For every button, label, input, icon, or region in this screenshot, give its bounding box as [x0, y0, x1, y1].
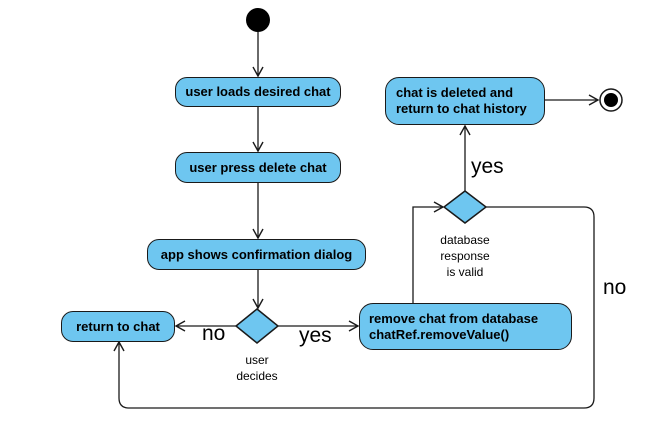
node-label: user press delete chat: [189, 159, 327, 175]
node-label: app shows confirmation dialog: [160, 246, 353, 262]
user-decision-diamond: [234, 308, 280, 344]
node-chat-deleted: chat is deleted and return to chat histo…: [385, 77, 545, 125]
node-remove-chat: remove chat from database chatRef.remove…: [359, 303, 572, 350]
node-label-line2: return to chat history: [396, 101, 527, 116]
caption-line2: response: [440, 249, 490, 263]
node-label: return to chat: [76, 318, 160, 334]
node-user-loads-chat: user loads desired chat: [175, 77, 341, 107]
database-decision-diamond: [442, 190, 488, 224]
node-label-line1: remove chat from database: [369, 310, 539, 326]
caption-line2: decides: [236, 369, 278, 383]
database-decision-caption: database response is valid: [428, 232, 502, 280]
node-return-to-chat: return to chat: [61, 311, 175, 342]
start-node: [246, 8, 270, 32]
edge-label-database-no: no: [603, 276, 627, 299]
node-confirmation-dialog: app shows confirmation dialog: [147, 239, 366, 270]
user-decision-caption: user decides: [227, 352, 287, 384]
end-node: [599, 88, 623, 112]
edge-label-user-no: no: [202, 322, 226, 345]
caption-line1: database: [440, 233, 490, 247]
edge-database-no-to-return: [113, 206, 595, 409]
edge-remove-to-database: [412, 201, 445, 303]
caption-line3: is valid: [446, 265, 484, 279]
node-label: user loads desired chat: [185, 84, 331, 99]
edge-label-database-yes: yes: [471, 155, 504, 178]
node-label-line2: chatRef.removeValue(): [369, 326, 510, 342]
node-user-press-delete: user press delete chat: [175, 152, 341, 183]
caption-line1: user: [245, 353, 269, 367]
node-label-line1: chat is deleted and: [396, 85, 514, 100]
edge-label-user-yes: yes: [299, 324, 332, 347]
